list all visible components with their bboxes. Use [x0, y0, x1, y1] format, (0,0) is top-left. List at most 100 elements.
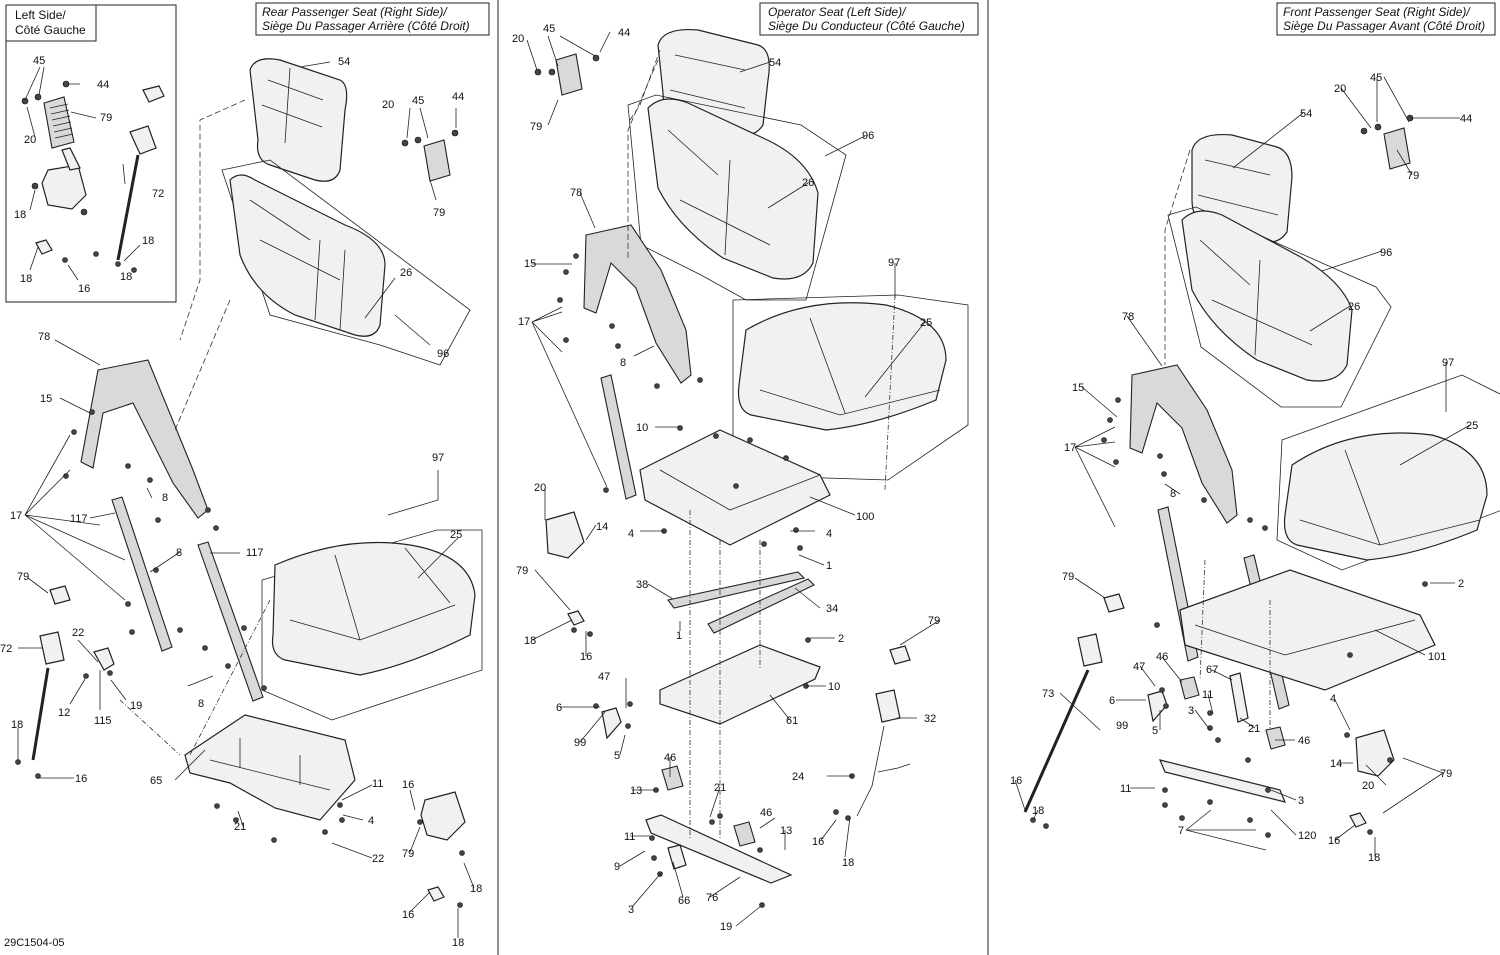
- buckle-79-front: [1103, 593, 1125, 613]
- callout-operator-16-a: 16: [580, 651, 592, 663]
- callout-operator-19: 19: [720, 921, 732, 933]
- outline-97-front: [1276, 374, 1500, 571]
- callout-front-79-retractor: 79: [1440, 768, 1452, 780]
- backrest-26-rear: [229, 174, 386, 337]
- frame-78-front: [1129, 364, 1238, 524]
- callout-operator-4-a: 4: [628, 528, 634, 540]
- callout-rear-25: 25: [450, 529, 462, 541]
- retractor-front: [1355, 729, 1395, 777]
- callout-operator-24: 24: [792, 771, 804, 783]
- callout-rear-96: 96: [437, 348, 449, 360]
- callout-labels: 45 44 79 20 72 18 18 16 18 18 54 20 45 4…: [0, 23, 1478, 949]
- title-box-left-side: Left Side/ Côté Gauche: [5, 4, 97, 42]
- callout-operator-21: 21: [714, 782, 726, 794]
- spring-79-rear: [423, 139, 451, 182]
- callout-rear-117-a: 117: [70, 513, 88, 525]
- callout-front-11-b: 11: [1120, 783, 1131, 795]
- callout-rear-16-a: 16: [75, 773, 87, 785]
- callout-front-18-a: 18: [1032, 805, 1044, 817]
- spring-79-front: [1383, 127, 1411, 170]
- callout-front-101: 101: [1428, 651, 1446, 663]
- callout-left-side-18-a: 18: [14, 209, 26, 221]
- callout-operator-25: 25: [920, 317, 932, 329]
- callout-operator-46-b: 46: [760, 807, 772, 819]
- anchor-plate-left: [35, 239, 53, 255]
- callout-front-15: 15: [1072, 382, 1084, 394]
- callout-operator-11: 11: [624, 831, 635, 843]
- buckle-79-rear: [49, 585, 71, 605]
- callout-front-99: 99: [1116, 720, 1128, 732]
- callout-rear-79-belt: 79: [17, 571, 29, 583]
- callout-left-side-18-c: 18: [142, 235, 154, 247]
- callout-front-44: 44: [1460, 113, 1472, 125]
- callout-front-96: 96: [1380, 247, 1392, 259]
- callout-front-78: 78: [1122, 311, 1134, 323]
- cushion-25-front: [1283, 432, 1488, 561]
- callout-front-3-b: 3: [1298, 795, 1304, 807]
- callout-rear-54: 54: [338, 56, 350, 68]
- callout-front-25: 25: [1466, 420, 1478, 432]
- callout-operator-20-top: 20: [512, 33, 524, 45]
- title-front-line2: Siège Du Passager Avant (Côté Droit): [1283, 19, 1485, 33]
- callout-left-side-44: 44: [97, 79, 109, 91]
- callout-rear-79: 79: [433, 207, 445, 219]
- callout-left-side-20: 20: [24, 134, 36, 146]
- callout-operator-17: 17: [518, 316, 530, 328]
- callout-operator-32: 32: [924, 713, 936, 725]
- frame-101-front: [1179, 569, 1436, 691]
- callout-operator-6: 6: [556, 702, 562, 714]
- callout-rear-26: 26: [400, 267, 412, 279]
- callout-operator-100: 100: [856, 511, 874, 523]
- callout-operator-76: 76: [706, 892, 718, 904]
- callout-rear-21: 21: [234, 821, 246, 833]
- title-rear-line2: Siège Du Passager Arrière (Côté Droit): [262, 19, 470, 33]
- title-box-rear-passenger: Rear Passenger Seat (Right Side)/ Siège …: [255, 2, 490, 36]
- callout-operator-20: 20: [534, 482, 546, 494]
- buckle-72-left: [129, 125, 157, 155]
- callout-rear-18-a: 18: [11, 719, 23, 731]
- callout-operator-79-belt: 79: [928, 615, 940, 627]
- callout-left-side-72: 72: [152, 188, 164, 200]
- callout-front-5: 5: [1152, 725, 1158, 737]
- title-left-side-line1: Left Side/: [15, 8, 66, 22]
- callout-front-16-a: 16: [1010, 775, 1022, 787]
- left-side-inset-frame: [5, 4, 177, 303]
- callout-rear-117-b: 117: [246, 547, 264, 559]
- bumper-46-front-a: [1179, 676, 1200, 700]
- callout-rear-4: 4: [368, 815, 374, 827]
- callout-operator-26: 26: [802, 177, 814, 189]
- leader-lines: [17, 31, 1471, 938]
- callout-operator-54: 54: [769, 57, 781, 69]
- callout-front-7: 7: [1178, 825, 1184, 837]
- bracket-99-operator: [601, 707, 622, 740]
- callout-rear-115: 115: [94, 715, 112, 727]
- frame-78-operator: [583, 224, 692, 384]
- retractor-79-rear: [420, 791, 466, 841]
- callout-rear-79-retractor: 79: [402, 848, 414, 860]
- callout-front-17: 17: [1064, 442, 1076, 454]
- title-left-side-line2: Côté Gauche: [15, 23, 86, 37]
- callout-front-46-a: 46: [1156, 651, 1168, 663]
- callout-front-14: 14: [1330, 758, 1342, 770]
- seat-base-65-rear: [184, 714, 356, 821]
- frame-61-operator: [659, 644, 821, 725]
- callout-rear-16-b: 16: [402, 779, 414, 791]
- callout-operator-99: 99: [574, 737, 586, 749]
- callout-rear-44: 44: [452, 91, 464, 103]
- callout-front-3-a: 3: [1188, 705, 1194, 717]
- callout-front-20-b: 20: [1362, 780, 1374, 792]
- callout-front-6: 6: [1109, 695, 1115, 707]
- callout-front-11-a: 11: [1202, 689, 1213, 701]
- rail-76-operator: [645, 814, 793, 884]
- callout-rear-18-b: 18: [470, 883, 482, 895]
- callout-operator-9: 9: [614, 861, 620, 873]
- callout-operator-45: 45: [543, 23, 555, 35]
- callout-operator-14: 14: [596, 521, 608, 533]
- callout-operator-61: 61: [786, 715, 798, 727]
- callout-rear-8-b: 8: [176, 547, 182, 559]
- bumper-46-front-b: [1265, 726, 1286, 750]
- buckle-32-operator: [875, 689, 901, 723]
- callout-rear-18-c: 18: [452, 937, 464, 949]
- front-seat-parts: [1023, 114, 1500, 838]
